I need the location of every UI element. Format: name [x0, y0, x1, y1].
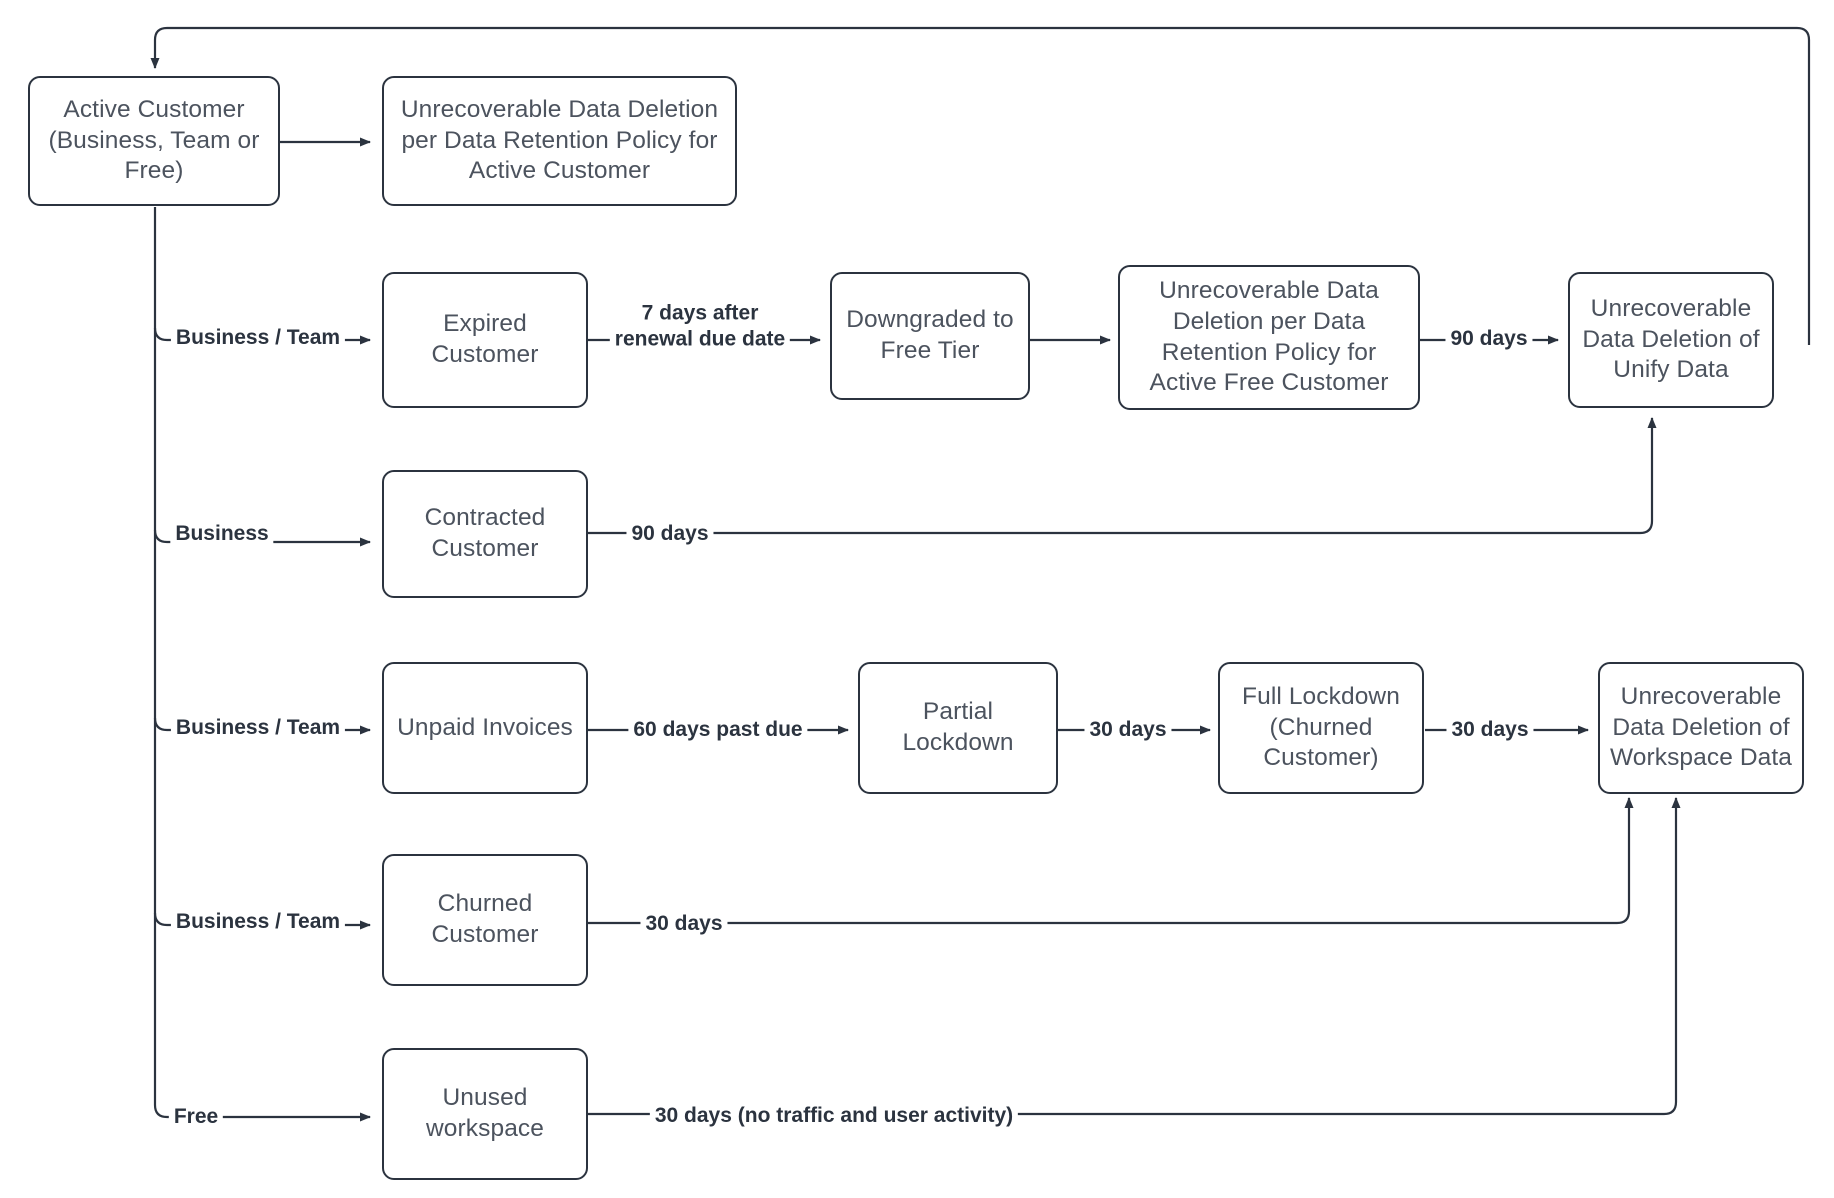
edge-label-branch-contracted: Business: [170, 521, 274, 547]
node-contracted-customer[interactable]: Contracted Customer: [382, 470, 588, 598]
node-downgraded-free-tier-label: Downgraded to Free Tier: [846, 306, 1014, 364]
edge-label-expired-to-downgraded: 7 days after renewal due date: [609, 300, 791, 352]
edge-label-unpaid-to-partial: 60 days past due: [628, 717, 808, 743]
node-expired-customer[interactable]: Expired Customer: [382, 272, 588, 408]
node-active-customer[interactable]: Active Customer (Business, Team or Free): [28, 76, 280, 206]
edge-label-branch-unpaid: Business / Team: [170, 715, 346, 741]
edge-label-free-to-unify: 90 days: [1445, 326, 1533, 352]
node-downgraded-free-tier[interactable]: Downgraded to Free Tier: [830, 272, 1030, 400]
edge-label-contracted-to-unify: 90 days: [626, 521, 714, 547]
node-full-lockdown-churned[interactable]: Full Lockdown (Churned Customer): [1218, 662, 1424, 794]
edge-label-branch-free: Free: [168, 1104, 224, 1130]
edge-churned-to-workspace-deletion: [588, 797, 1634, 925]
node-unpaid-invoices[interactable]: Unpaid Invoices: [382, 662, 588, 794]
node-churned-customer-label: Churned Customer: [431, 890, 539, 948]
node-deletion-workspace-data[interactable]: Unrecoverable Data Deletion of Workspace…: [1598, 662, 1804, 794]
node-unused-workspace-label: Unused workspace: [425, 1084, 544, 1142]
node-contracted-customer-label: Contracted Customer: [424, 504, 546, 562]
edge-label-partial-to-full: 30 days: [1084, 717, 1172, 743]
edge-label-full-to-deletion: 30 days: [1446, 717, 1534, 743]
node-partial-lockdown[interactable]: Partial Lockdown: [858, 662, 1058, 794]
node-full-lockdown-churned-label: Full Lockdown (Churned Customer): [1242, 682, 1400, 772]
node-deletion-active-customer[interactable]: Unrecoverable Data Deletion per Data Ret…: [382, 76, 737, 206]
node-deletion-unify-data[interactable]: Unrecoverable Data Deletion of Unify Dat…: [1568, 272, 1774, 408]
node-deletion-active-customer-label: Unrecoverable Data Deletion per Data Ret…: [400, 95, 719, 185]
node-active-customer-label: Active Customer (Business, Team or Free): [48, 95, 260, 185]
node-expired-customer-label: Expired Customer: [431, 310, 539, 368]
node-deletion-active-free-customer[interactable]: Unrecoverable Data Deletion per Data Ret…: [1118, 265, 1420, 410]
node-churned-customer[interactable]: Churned Customer: [382, 854, 588, 986]
edge-label-churned-to-deletion: 30 days: [640, 911, 728, 937]
node-unpaid-invoices-label: Unpaid Invoices: [397, 713, 573, 741]
node-deletion-workspace-data-label: Unrecoverable Data Deletion of Workspace…: [1609, 682, 1793, 772]
edge-label-unused-to-deletion: 30 days (no traffic and user activity): [649, 1103, 1019, 1129]
edge-unused-to-workspace-deletion: [588, 797, 1681, 1116]
edge-label-branch-churned: Business / Team: [170, 909, 346, 935]
edge-contracted-to-unify: [588, 417, 1657, 535]
node-partial-lockdown-label: Partial Lockdown: [902, 698, 1014, 756]
node-deletion-active-free-customer-label: Unrecoverable Data Deletion per Data Ret…: [1149, 276, 1389, 397]
node-deletion-unify-data-label: Unrecoverable Data Deletion of Unify Dat…: [1582, 294, 1760, 384]
node-unused-workspace[interactable]: Unused workspace: [382, 1048, 588, 1180]
edge-label-branch-expired: Business / Team: [170, 325, 346, 351]
